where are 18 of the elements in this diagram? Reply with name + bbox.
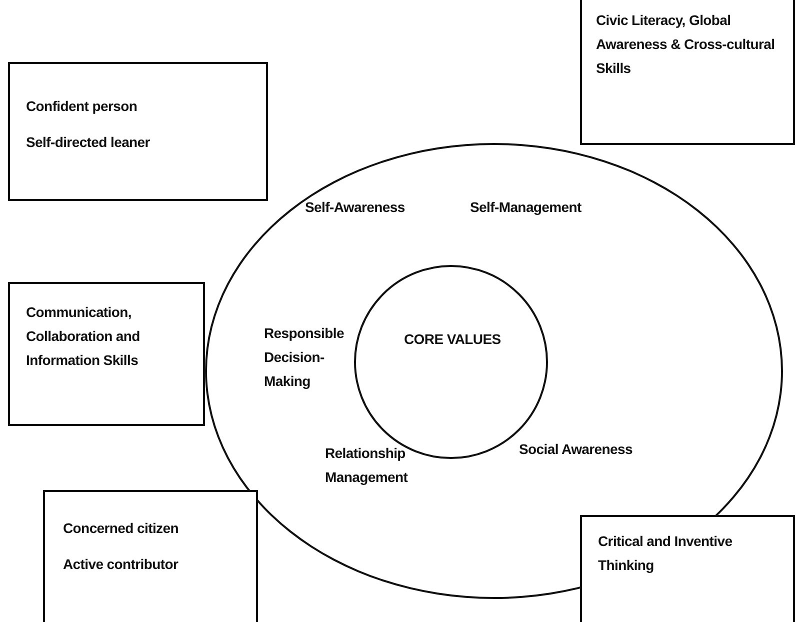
label-text: Confident person [26,97,138,116]
text-box [43,490,258,622]
center-label: CORE VALUES [404,330,502,349]
label-text: Self-directed leaner [26,133,151,152]
label-text: Self-Management [470,198,582,217]
label-text: Social Awareness [519,440,634,459]
label-text: Concerned citizen [63,519,180,538]
label-text: Critical and Inventive Thinking [598,532,734,575]
label-text: Civic Literacy, Global Awareness & Cross-cultural Skills [596,11,776,78]
label-text: Self-Awareness [305,198,406,217]
label-text: Communication, Collaboration and Information Skills [26,303,141,370]
label-text: Responsible Decision-Making [264,324,345,391]
text-box [580,0,795,145]
text-box [8,282,205,426]
label-text: Active contributor [63,555,180,574]
label-text: Relationship Management [325,444,409,487]
text-box [580,515,795,622]
text-box [8,62,268,201]
